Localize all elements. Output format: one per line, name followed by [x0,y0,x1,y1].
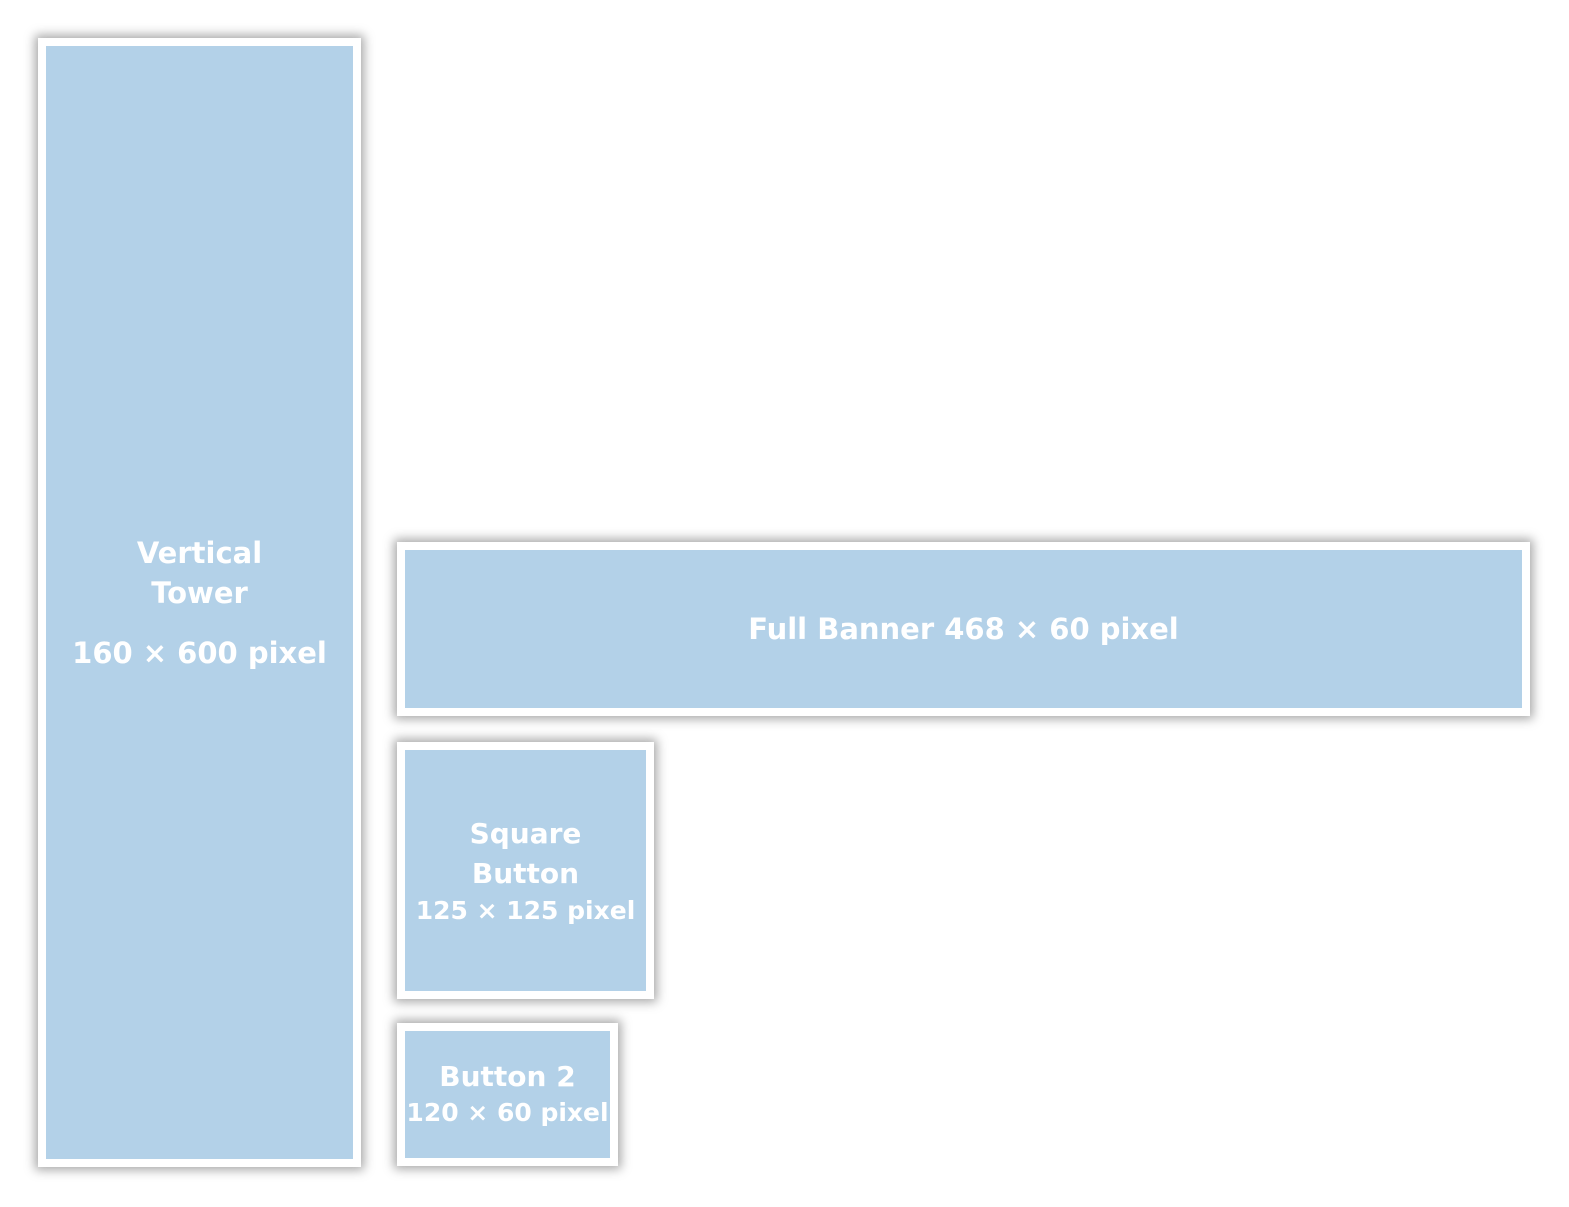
button2-name: Button 2 [439,1059,576,1093]
banner-label: Full Banner 468 × 60 pixel [748,612,1179,646]
button-2-ad: Button 2 120 × 60 pixel [397,1023,618,1166]
square-name-line2: Button [471,856,580,890]
tower-name-line1: Vertical [136,535,263,570]
full-banner-ad: Full Banner 468 × 60 pixel [397,542,1530,716]
square-dimensions: 125 × 125 pixel [415,895,636,925]
tower-dimensions: 160 × 600 pixel [72,635,327,670]
button2-dimensions: 120 × 60 pixel [406,1097,609,1127]
vertical-tower-ad: Vertical Tower 160 × 600 pixel [38,38,361,1167]
square-button-ad: Square Button 125 × 125 pixel [397,742,654,999]
square-name-line1: Square [469,816,582,850]
tower-name-line2: Tower [151,575,248,610]
